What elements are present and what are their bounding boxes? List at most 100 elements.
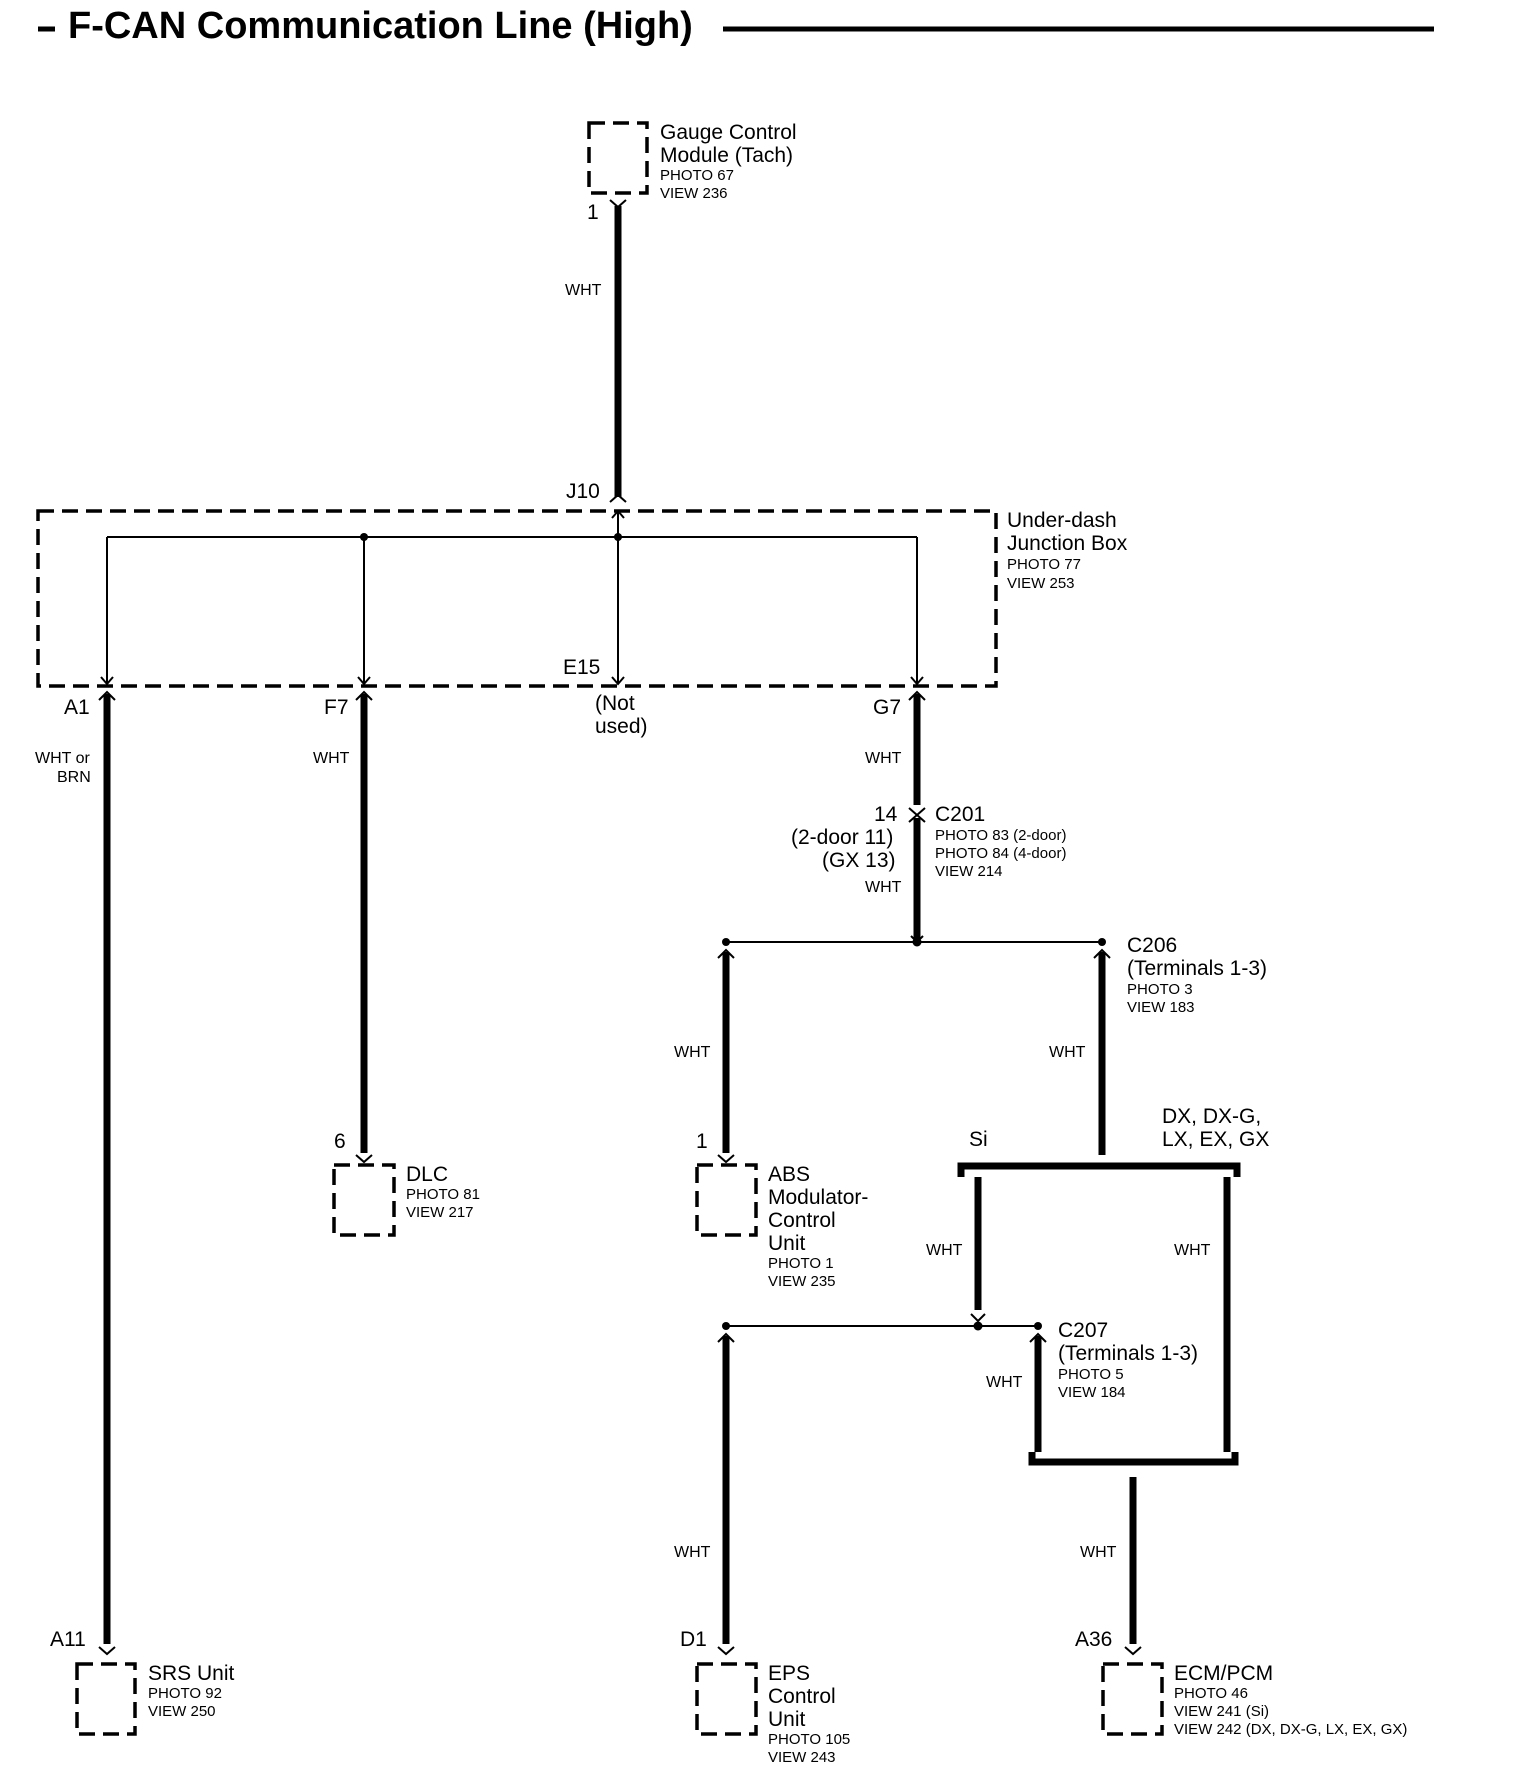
jb-not-used-2: used) bbox=[595, 715, 648, 738]
variant-others-line2: LX, EX, GX bbox=[1162, 1128, 1269, 1151]
dlc-photo: PHOTO 81 bbox=[406, 1186, 480, 1203]
c201-pin-1: 14 bbox=[874, 803, 898, 826]
eps-pin: D1 bbox=[680, 1628, 707, 1651]
splice-dot-icon bbox=[1098, 938, 1106, 946]
dlc-view: VIEW 217 bbox=[406, 1204, 474, 1221]
female-terminal-icon bbox=[98, 1646, 116, 1656]
splice-dot-icon bbox=[722, 938, 730, 946]
merge-bus-bottom bbox=[1028, 1452, 1239, 1466]
male-terminal-icon bbox=[717, 1332, 735, 1343]
variant-bus-top bbox=[957, 1162, 1241, 1177]
c201-pin-3: (GX 13) bbox=[822, 849, 896, 872]
wire-color-others: WHT bbox=[1174, 1242, 1211, 1259]
wire-color-f7: WHT bbox=[313, 750, 350, 767]
jb-not-used-1: (Not bbox=[595, 692, 635, 715]
ecm-name: ECM/PCM bbox=[1174, 1662, 1273, 1685]
female-terminal-icon bbox=[357, 676, 371, 686]
c207-terminals: (Terminals 1-3) bbox=[1058, 1342, 1198, 1365]
srs-unit-box bbox=[75, 1662, 137, 1736]
female-terminal-icon bbox=[355, 1154, 373, 1164]
jb-name-line1: Under-dash bbox=[1007, 509, 1117, 532]
male-terminal-icon bbox=[355, 690, 373, 701]
ecm-view-1: VIEW 241 (Si) bbox=[1174, 1703, 1269, 1720]
c207-photo: PHOTO 5 bbox=[1058, 1366, 1124, 1383]
eps-name-line3: Unit bbox=[768, 1708, 806, 1731]
jb-pin-f7: F7 bbox=[324, 696, 349, 719]
wire-color-gauge: WHT bbox=[565, 282, 602, 299]
female-terminal-icon bbox=[1124, 1646, 1142, 1656]
male-terminal-icon bbox=[908, 813, 926, 823]
abs-pin: 1 bbox=[696, 1130, 708, 1153]
splice-dot-icon bbox=[614, 533, 622, 541]
abs-unit-box bbox=[695, 1163, 758, 1237]
variant-others-line1: DX, DX-G, bbox=[1162, 1105, 1261, 1128]
gauge-view: VIEW 236 bbox=[660, 185, 728, 202]
wire-color-eps: WHT bbox=[674, 1544, 711, 1561]
jb-photo: PHOTO 77 bbox=[1007, 556, 1081, 573]
c201-view: VIEW 214 bbox=[935, 863, 1003, 880]
c206-terminals: (Terminals 1-3) bbox=[1127, 957, 1267, 980]
splice-dot-icon bbox=[1034, 1322, 1042, 1330]
ecm-view-2: VIEW 242 (DX, DX-G, LX, EX, GX) bbox=[1174, 1721, 1407, 1738]
gauge-name-line1: Gauge Control bbox=[660, 121, 797, 144]
junction-box bbox=[36, 509, 998, 688]
splice-dot-icon bbox=[722, 1322, 730, 1330]
male-terminal-icon bbox=[1029, 1332, 1047, 1343]
splice-dot-icon bbox=[360, 533, 368, 541]
wire-color-c206-down: WHT bbox=[1049, 1044, 1086, 1061]
female-terminal-icon bbox=[611, 676, 625, 686]
male-terminal-icon bbox=[717, 948, 735, 959]
c201-photo-2: PHOTO 84 (4-door) bbox=[935, 845, 1066, 862]
male-terminal-icon bbox=[98, 690, 116, 701]
male-terminal-icon bbox=[609, 493, 627, 503]
eps-name-line1: EPS bbox=[768, 1662, 810, 1685]
c201-photo-1: PHOTO 83 (2-door) bbox=[935, 827, 1066, 844]
splice-dot-icon bbox=[973, 1321, 983, 1331]
page-title: F-CAN Communication Line (High) bbox=[68, 5, 693, 47]
c201-pin-2: (2-door 11) bbox=[791, 826, 893, 849]
dlc-name: DLC bbox=[406, 1163, 448, 1186]
c206-photo: PHOTO 3 bbox=[1127, 981, 1193, 998]
eps-unit-box bbox=[695, 1662, 758, 1736]
eps-name-line2: Control bbox=[768, 1685, 836, 1708]
female-terminal-icon bbox=[609, 199, 627, 209]
female-terminal-icon bbox=[910, 935, 924, 944]
ecm-pin: A36 bbox=[1075, 1628, 1112, 1651]
abs-name-line2: Modulator- bbox=[768, 1186, 868, 1209]
gauge-control-module-box bbox=[587, 121, 649, 195]
female-terminal-icon bbox=[717, 1154, 735, 1164]
abs-photo: PHOTO 1 bbox=[768, 1255, 834, 1272]
abs-name-line4: Unit bbox=[768, 1232, 806, 1255]
wire-color-c201-down: WHT bbox=[865, 879, 902, 896]
eps-view: VIEW 243 bbox=[768, 1749, 836, 1766]
wire-color-a1-line2: BRN bbox=[57, 769, 91, 786]
male-terminal-icon bbox=[611, 509, 625, 519]
srs-view: VIEW 250 bbox=[148, 1703, 216, 1720]
ecm-pcm-box bbox=[1101, 1662, 1164, 1736]
c201-name: C201 bbox=[935, 803, 985, 826]
dlc-box bbox=[332, 1163, 396, 1237]
jb-pin-j10: J10 bbox=[566, 480, 600, 503]
gauge-name-line2: Module (Tach) bbox=[660, 144, 793, 167]
jb-pin-e15: E15 bbox=[563, 656, 600, 679]
c206-view: VIEW 183 bbox=[1127, 999, 1195, 1016]
male-terminal-icon bbox=[908, 690, 926, 701]
gauge-pin: 1 bbox=[587, 201, 599, 224]
c206-name: C206 bbox=[1127, 934, 1177, 957]
eps-photo: PHOTO 105 bbox=[768, 1731, 850, 1748]
jb-pin-g7: G7 bbox=[873, 696, 901, 719]
jb-pin-a1: A1 bbox=[64, 696, 90, 719]
wire-color-a1-line1: WHT or bbox=[35, 750, 90, 767]
jb-name-line2: Junction Box bbox=[1007, 532, 1128, 555]
abs-name-line3: Control bbox=[768, 1209, 836, 1232]
wire-color-si: WHT bbox=[926, 1242, 963, 1259]
variant-si: Si bbox=[969, 1128, 988, 1151]
female-terminal-icon bbox=[100, 676, 114, 686]
dlc-pin: 6 bbox=[334, 1130, 346, 1153]
gauge-photo: PHOTO 67 bbox=[660, 167, 734, 184]
abs-view: VIEW 235 bbox=[768, 1273, 836, 1290]
c207-name: C207 bbox=[1058, 1319, 1108, 1342]
wire-color-abs: WHT bbox=[674, 1044, 711, 1061]
srs-photo: PHOTO 92 bbox=[148, 1685, 222, 1702]
